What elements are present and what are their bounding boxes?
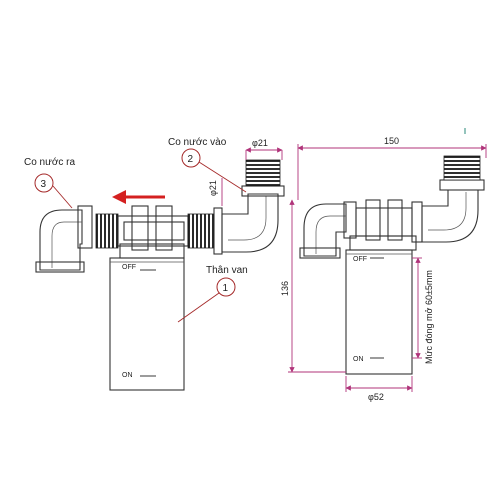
inlet-thread — [245, 159, 281, 187]
off-label: OFF — [122, 264, 136, 271]
body-diameter-text: φ52 — [368, 392, 384, 402]
total-width-text: 150 — [384, 136, 399, 146]
callout-2-number: 2 — [188, 154, 194, 165]
outlet-elbow — [35, 205, 93, 273]
callout-3: 3 Co nước ra — [24, 157, 75, 209]
dim-height: 136 — [280, 199, 346, 373]
callout-1-number: 1 — [223, 283, 229, 294]
dim-inlet-diameter: φ21 — [245, 138, 283, 160]
right-valve-body: OFF ON — [345, 249, 413, 375]
inlet-side-thread — [187, 213, 215, 249]
dim-side-diameter: φ21 — [208, 178, 223, 206]
callout-3-number: 3 — [41, 179, 47, 190]
valve-body: OFF ON — [109, 257, 185, 391]
side-diameter-text: φ21 — [208, 180, 218, 196]
inlet-flange — [213, 207, 223, 255]
left-assembly: OFF ON φ21 φ21 3 Co nước ra — [24, 137, 285, 391]
callout-2-label: Co nước vào — [168, 137, 227, 148]
on-label: ON — [122, 372, 133, 379]
arrow-left-icon — [112, 190, 165, 204]
dim-total-width: 150 — [297, 136, 487, 200]
outlet-thread — [95, 213, 119, 249]
inlet-elbow — [221, 159, 285, 253]
right-inlet-thread — [443, 155, 481, 181]
right-inlet-elbow — [411, 155, 485, 243]
right-assembly: OFF ON 150 136 φ52 Mức đóng m — [280, 128, 487, 402]
callout-3-label: Co nước ra — [24, 157, 75, 168]
level-note-text: Mức đóng mở 60±5mm — [424, 270, 434, 364]
dim-level-range: Mức đóng mở 60±5mm — [412, 257, 434, 364]
height-text: 136 — [280, 281, 290, 296]
inlet-diameter-text: φ21 — [252, 138, 268, 148]
right-on-label: ON — [353, 356, 364, 363]
callout-1: 1 Thân van — [177, 265, 248, 323]
valve-head — [117, 205, 189, 259]
right-valve-head — [349, 199, 417, 251]
callout-2: 2 Co nước vào — [168, 137, 247, 193]
callout-1-label: Thân van — [206, 265, 248, 276]
right-off-label: OFF — [353, 256, 367, 263]
dim-body-diameter: φ52 — [345, 376, 413, 402]
